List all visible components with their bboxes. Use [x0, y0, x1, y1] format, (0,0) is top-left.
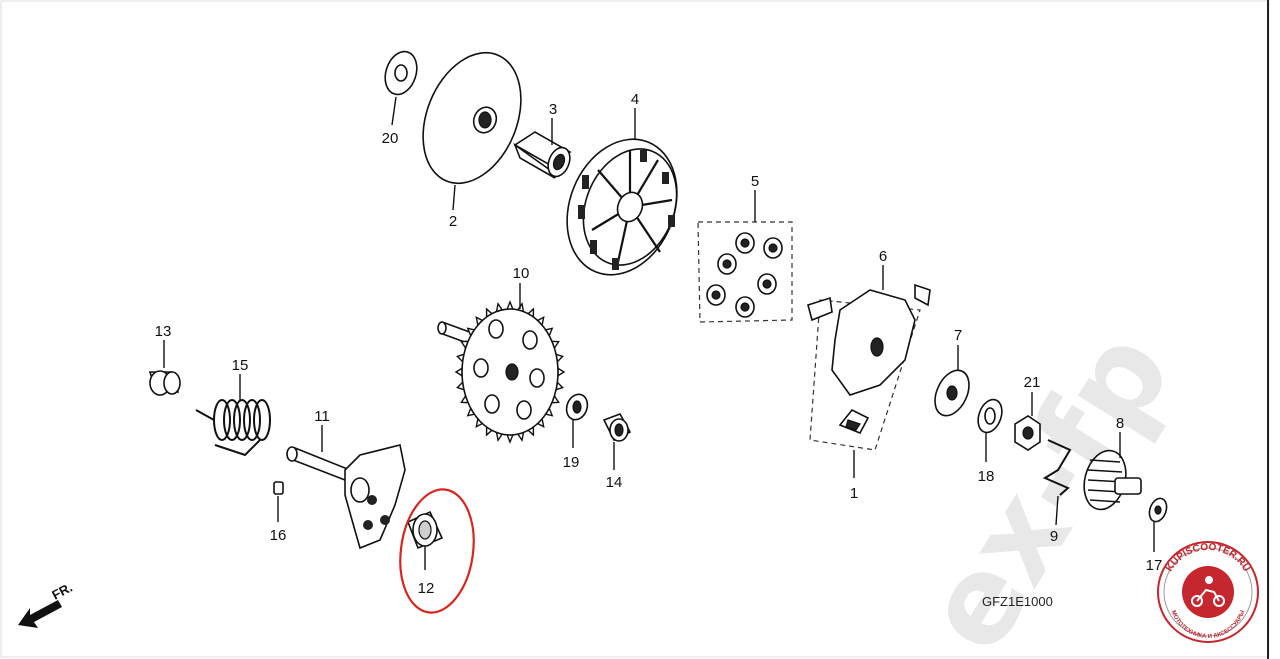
label-part-1: 1: [850, 485, 858, 502]
part-21-nut[interactable]: [1014, 392, 1041, 451]
label-part-9: 9: [1050, 528, 1058, 545]
part-16-pin[interactable]: [273, 481, 284, 522]
label-part-21: 21: [1024, 374, 1041, 391]
label-part-8: 8: [1116, 415, 1124, 432]
part-5-weight-set[interactable]: [697, 190, 793, 323]
part-7-washer[interactable]: [928, 345, 975, 421]
part-2-drive-face[interactable]: [405, 38, 539, 211]
label-part-12: 12: [418, 580, 435, 597]
label-part-10: 10: [513, 265, 530, 282]
part-6-ramp-plate[interactable]: [807, 265, 931, 451]
part-13-bushing[interactable]: [148, 340, 181, 396]
label-part-2: 2: [449, 213, 457, 230]
drawing-code: GFZ1E1000: [982, 594, 1053, 609]
highlight-circle: [399, 488, 475, 614]
part-11-spindle[interactable]: [286, 425, 406, 550]
label-part-15: 15: [232, 357, 249, 374]
part-14-bushing[interactable]: [602, 413, 632, 470]
label-part-3: 3: [549, 101, 557, 118]
label-part-14: 14: [606, 474, 623, 491]
part-3-collar[interactable]: [513, 118, 574, 180]
scooter-rider-icon: [1191, 576, 1225, 607]
label-part-6: 6: [879, 248, 887, 265]
label-part-20: 20: [382, 130, 399, 147]
part-9-clip[interactable]: [1042, 439, 1072, 526]
label-part-17: 17: [1146, 557, 1163, 574]
label-part-16: 16: [270, 527, 287, 544]
shop-badge: KUPISCOOTER.RU МОТОТЕХНИКА И АКСЕССУАРЫ: [1157, 541, 1259, 643]
part-8-gear[interactable]: [1078, 432, 1142, 514]
part-17-washer[interactable]: [1146, 496, 1169, 552]
label-part-7: 7: [954, 327, 962, 344]
label-part-5: 5: [751, 173, 759, 190]
label-part-11: 11: [314, 408, 330, 425]
part-10-starter-gear[interactable]: [437, 283, 566, 444]
part-1-slider[interactable]: [838, 408, 870, 478]
label-part-13: 13: [155, 323, 172, 340]
part-19-washer[interactable]: [563, 391, 591, 448]
label-part-4: 4: [631, 91, 639, 108]
part-18-washer[interactable]: [974, 396, 1006, 462]
part-15-spring[interactable]: [195, 374, 271, 457]
part-12-bushing[interactable]: [406, 510, 444, 570]
label-part-18: 18: [978, 468, 995, 485]
part-4-movable-drive-face[interactable]: [548, 108, 697, 291]
label-part-19: 19: [563, 454, 580, 471]
part-20-washer[interactable]: [380, 47, 422, 126]
